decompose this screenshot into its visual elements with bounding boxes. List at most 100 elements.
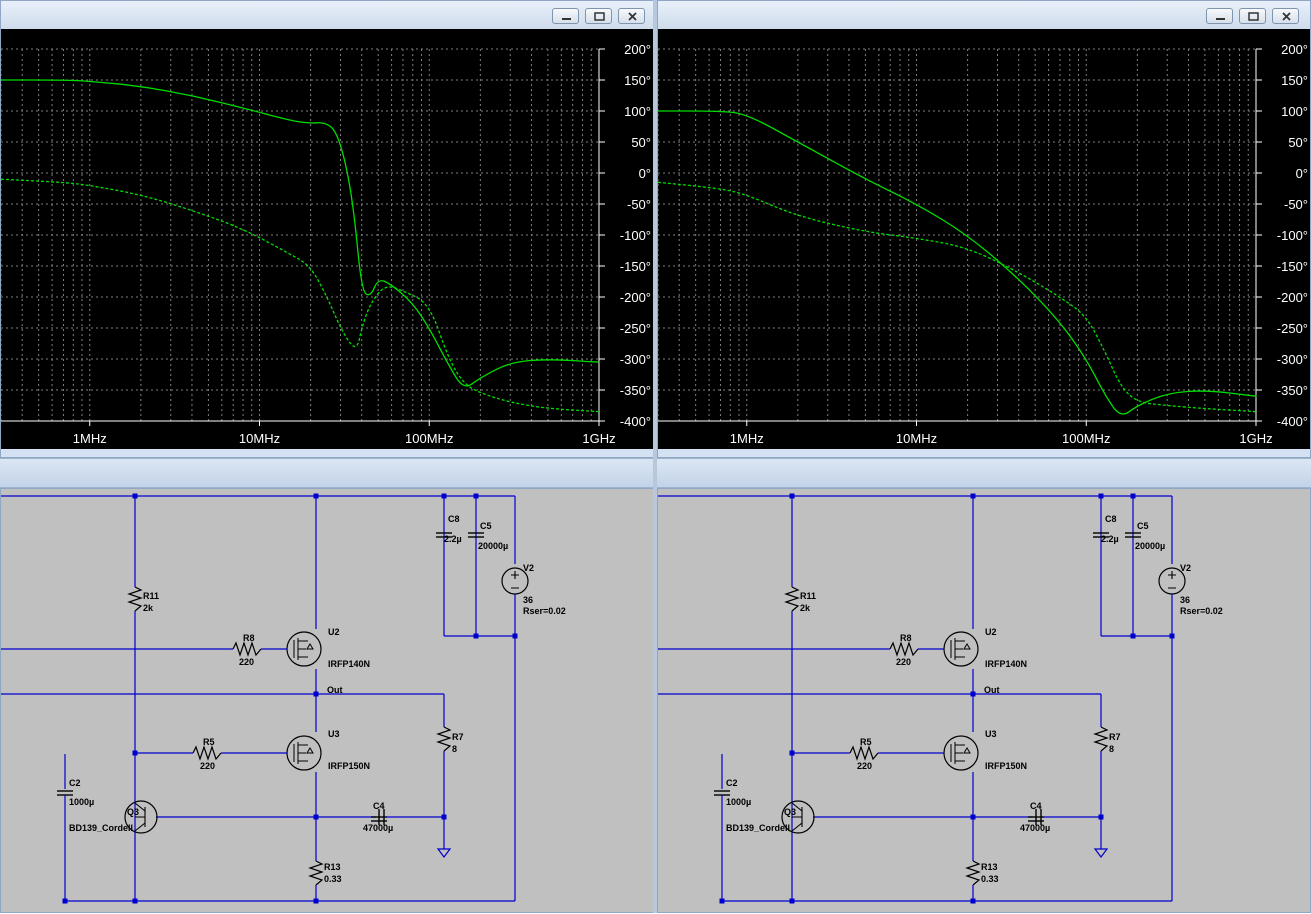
q3-value: BD139_Cordell xyxy=(69,823,133,833)
ground-symbol xyxy=(436,848,452,858)
r11-value: 2k xyxy=(143,603,154,613)
y-tick-label: 100° xyxy=(1281,104,1308,119)
r13-value: 0.33 xyxy=(981,874,999,884)
junction-dot xyxy=(1130,633,1136,639)
v2-value: 36 xyxy=(1180,595,1190,605)
c4-value: 47000µ xyxy=(363,823,393,833)
restore-button-left[interactable] xyxy=(585,8,612,24)
schematic-window-right-titlebar[interactable] xyxy=(657,458,1311,488)
u2-name: U2 xyxy=(328,627,340,637)
resistor-r13[interactable] xyxy=(965,860,981,886)
minimize-button-left[interactable] xyxy=(552,8,579,24)
r7-name: R7 xyxy=(1109,732,1121,742)
q3-value: BD139_Cordell xyxy=(726,823,790,833)
close-button-left[interactable] xyxy=(618,8,645,24)
r8-name: R8 xyxy=(243,633,255,643)
y-tick-label: 150° xyxy=(1281,73,1308,88)
schematic-left-svg[interactable]: R112kU2IRFP140NR8220OutR78U3IRFP150NR522… xyxy=(1,489,655,914)
junction-dot xyxy=(441,814,447,820)
phase-trace-solid[interactable] xyxy=(1,79,600,387)
mosfet-symbol xyxy=(950,638,971,660)
r5-value: 220 xyxy=(857,761,872,771)
r11-name: R11 xyxy=(143,591,159,601)
plot-background xyxy=(658,29,1310,449)
v2-value: 36 xyxy=(523,595,533,605)
mosfet-symbol xyxy=(950,742,971,764)
resistor-r8[interactable] xyxy=(232,641,262,657)
y-tick-label: 150° xyxy=(624,73,651,88)
bode-plot-left[interactable]: 200°150°100°50°0°-50°-100°-150°-200°-250… xyxy=(0,29,653,454)
r5-value: 220 xyxy=(200,761,215,771)
r8-name: R8 xyxy=(900,633,912,643)
schematic-window-left-titlebar[interactable] xyxy=(0,458,654,488)
r8-value: 220 xyxy=(896,657,911,667)
transistor-q3[interactable] xyxy=(124,800,158,834)
close-icon xyxy=(628,12,637,21)
out-label: Out xyxy=(984,685,1000,695)
voltage-source-symbol xyxy=(511,571,519,589)
transistor-q3[interactable] xyxy=(781,800,815,834)
schematic-right-svg[interactable]: R112kU2IRFP140NR8220OutR78U3IRFP150NR522… xyxy=(658,489,1311,914)
resistor-r13[interactable] xyxy=(308,860,324,886)
plot-window-left: 200°150°100°50°0°-50°-100°-150°-200°-250… xyxy=(0,0,654,458)
resistor-r7[interactable] xyxy=(1093,726,1109,752)
c4-name: C4 xyxy=(1030,801,1042,811)
y-tick-label: 0° xyxy=(1296,166,1308,181)
y-tick-label: -50° xyxy=(1284,197,1308,212)
r7-value: 8 xyxy=(1109,744,1114,754)
out-label: Out xyxy=(327,685,343,695)
restore-button-right[interactable] xyxy=(1239,8,1266,24)
y-tick-label: -200° xyxy=(620,290,651,305)
x-tick-label: 1GHz xyxy=(1239,431,1272,446)
y-tick-label: -400° xyxy=(1277,414,1308,429)
x-tick-label: 1MHz xyxy=(73,431,107,446)
c4-value: 47000µ xyxy=(1020,823,1050,833)
x-tick-label: 10MHz xyxy=(239,431,280,446)
minimize-icon xyxy=(1216,18,1225,20)
phase-trace-solid[interactable] xyxy=(658,110,1257,415)
junction-dot xyxy=(313,814,319,820)
c8-value: 2.2µ xyxy=(1101,534,1119,544)
resistor-r11[interactable] xyxy=(127,586,143,612)
phase-trace-dashed[interactable] xyxy=(657,181,1257,413)
plot-window-left-titlebar[interactable] xyxy=(1,1,653,29)
r7-name: R7 xyxy=(452,732,464,742)
phase-plot-left-svg[interactable]: 200°150°100°50°0°-50°-100°-150°-200°-250… xyxy=(0,29,653,449)
c2-value: 1000µ xyxy=(726,797,751,807)
resistor-r8[interactable] xyxy=(889,641,919,657)
minimize-button-right[interactable] xyxy=(1206,8,1233,24)
c2-value: 1000µ xyxy=(69,797,94,807)
r13-value: 0.33 xyxy=(324,874,342,884)
y-tick-label: -100° xyxy=(1277,228,1308,243)
phase-plot-right-svg[interactable]: 200°150°100°50°0°-50°-100°-150°-200°-250… xyxy=(657,29,1310,449)
plot-window-right: 200°150°100°50°0°-50°-100°-150°-200°-250… xyxy=(657,0,1311,458)
q3-name: Q3 xyxy=(784,807,796,817)
y-tick-label: -150° xyxy=(620,259,651,274)
close-button-right[interactable] xyxy=(1272,8,1299,24)
y-tick-label: 0° xyxy=(639,166,651,181)
transistor-q3-symbol xyxy=(791,802,803,832)
transistor-q3-symbol xyxy=(134,802,146,832)
c8-value: 2.2µ xyxy=(444,534,462,544)
c5-name: C5 xyxy=(1137,521,1149,531)
u2-value: IRFP140N xyxy=(328,659,370,669)
resistor-r5[interactable] xyxy=(849,745,879,761)
restore-icon xyxy=(594,12,605,21)
resistor-r7[interactable] xyxy=(436,726,452,752)
phase-trace-dashed[interactable] xyxy=(0,178,600,413)
bode-plot-right[interactable]: 200°150°100°50°0°-50°-100°-150°-200°-250… xyxy=(657,29,1310,454)
mosfet-symbol xyxy=(293,742,314,764)
y-tick-label: -350° xyxy=(1277,383,1308,398)
window-divider[interactable] xyxy=(653,0,657,913)
y-tick-label: -150° xyxy=(1277,259,1308,274)
x-tick-label: 10MHz xyxy=(896,431,937,446)
resistor-r11[interactable] xyxy=(784,586,800,612)
r11-value: 2k xyxy=(800,603,811,613)
plot-window-right-titlebar[interactable] xyxy=(658,1,1310,29)
resistor-r5[interactable] xyxy=(192,745,222,761)
plot-background xyxy=(1,29,653,449)
x-tick-label: 1GHz xyxy=(582,431,615,446)
c2-name: C2 xyxy=(726,778,738,788)
